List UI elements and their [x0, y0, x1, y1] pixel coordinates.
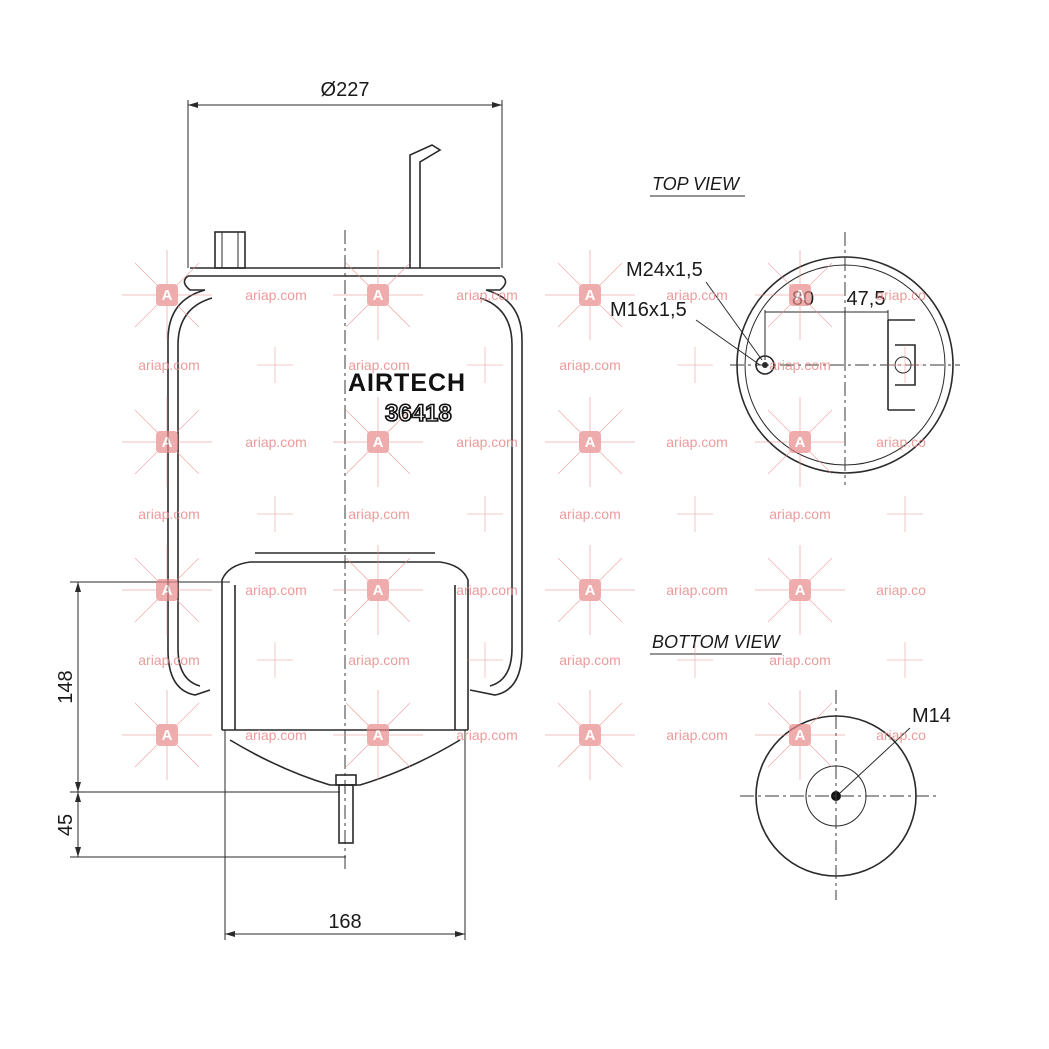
svg-text:A: A: [373, 727, 384, 744]
watermark-badge: A: [122, 545, 212, 635]
watermark-text: ariap.com: [666, 727, 727, 743]
bellows-inner: [177, 297, 513, 687]
top-air-fitting: [887, 319, 916, 411]
watermark-text: ariap.com: [348, 357, 409, 373]
watermark-text: ariap.com: [456, 434, 517, 450]
part-number: 36418: [385, 400, 452, 427]
bellows-outer: [167, 289, 523, 696]
watermark-cross: [467, 347, 503, 383]
svg-text:A: A: [162, 434, 173, 451]
watermark-text: ariap.com: [348, 506, 409, 522]
watermark-text: ariap.com: [559, 506, 620, 522]
watermark-text: ariap.com: [245, 287, 306, 303]
watermark-cross: [677, 642, 713, 678]
watermark-cross: [677, 496, 713, 532]
watermark-text: ariap.com: [559, 357, 620, 373]
svg-text:A: A: [795, 434, 806, 451]
watermark-text: ariap.com: [769, 357, 830, 373]
svg-text:A: A: [162, 582, 173, 599]
watermark-badge: A: [545, 397, 635, 487]
watermark-text: ariap.com: [769, 506, 830, 522]
svg-text:A: A: [795, 727, 806, 744]
watermark-cross: [887, 496, 923, 532]
watermark-text: ariap.com: [666, 287, 727, 303]
watermark-cross: [257, 347, 293, 383]
watermark-text: ariap.com: [666, 582, 727, 598]
svg-text:A: A: [795, 582, 806, 599]
svg-text:A: A: [585, 434, 596, 451]
watermark-text: ariap.com: [245, 434, 306, 450]
watermark-text: ariap.com: [456, 287, 517, 303]
watermark-cross: [257, 496, 293, 532]
watermark-text: ariap.com: [138, 506, 199, 522]
svg-text:A: A: [373, 434, 384, 451]
svg-text:A: A: [585, 287, 596, 304]
svg-text:A: A: [162, 727, 173, 744]
watermark-badge: A: [755, 690, 845, 780]
svg-text:A: A: [373, 287, 384, 304]
watermark-text: ariap.com: [456, 727, 517, 743]
watermark-text: ariap.com: [456, 582, 517, 598]
watermark-cross: [467, 642, 503, 678]
air-inlet-thread-label: M24x1,5: [626, 259, 703, 281]
watermark-text: ariap.co: [876, 287, 926, 303]
watermark-text: ariap.co: [876, 582, 926, 598]
piston-wall: [221, 561, 469, 730]
watermark-text: ariap.com: [245, 727, 306, 743]
offset-47-label: 47,5: [847, 288, 886, 310]
watermark-text: ariap.com: [138, 357, 199, 373]
air-inlet-fitting: [214, 231, 246, 269]
bottom-view-title: BOTTOM VIEW: [652, 632, 782, 652]
watermark-cross: [467, 496, 503, 532]
watermark-cross: [887, 347, 923, 383]
top-stud-bracket: [409, 144, 442, 268]
watermark-badge: A: [122, 397, 212, 487]
svg-text:A: A: [585, 582, 596, 599]
bottom-stud: [338, 784, 354, 844]
svg-text:A: A: [585, 727, 596, 744]
brand-name: AIRTECH: [348, 369, 466, 397]
piston-top: [250, 552, 440, 563]
watermark-text: ariap.com: [245, 582, 306, 598]
watermark-cross: [677, 347, 713, 383]
stud-height-label: 45: [55, 814, 77, 836]
top-stud-thread-label: M16x1,5: [610, 299, 687, 321]
watermark-badge: A: [122, 690, 212, 780]
bottom-stud-thread-label: M14: [912, 705, 951, 727]
svg-text:A: A: [373, 582, 384, 599]
watermark-badge: A: [545, 545, 635, 635]
watermark-badge: A: [333, 250, 423, 340]
svg-text:A: A: [162, 287, 173, 304]
watermark-text: ariap.co: [876, 727, 926, 743]
watermark-badge: A: [755, 250, 845, 340]
watermark-badge: A: [755, 545, 845, 635]
watermark-text: ariap.com: [348, 652, 409, 668]
watermark-text: ariap.co: [876, 434, 926, 450]
watermark-cross: [257, 642, 293, 678]
top-plate-crimp: [183, 275, 507, 291]
svg-text:A: A: [795, 287, 806, 304]
watermark-badge: A: [333, 545, 423, 635]
bottom-stud-base: [335, 774, 357, 786]
piston-diameter-label: 168: [328, 911, 361, 933]
side-view: AIRTECH 36418 Ø227 148 45 168: [55, 79, 523, 940]
watermark-badge: A: [333, 397, 423, 487]
bottom-view: BOTTOM VIEW M14: [650, 632, 951, 900]
watermark-badge: A: [122, 250, 212, 340]
watermark-badge: A: [545, 690, 635, 780]
top-diameter-label: Ø227: [321, 79, 370, 101]
watermark-text: ariap.com: [769, 652, 830, 668]
watermark-badge: A: [333, 690, 423, 780]
watermark-badge: A: [755, 397, 845, 487]
top-view-title: TOP VIEW: [652, 174, 741, 194]
watermark-text: ariap.com: [138, 652, 199, 668]
body-height-label: 148: [55, 670, 77, 703]
watermark-text: ariap.com: [559, 652, 620, 668]
watermark-cross: [887, 642, 923, 678]
watermark-badge: A: [545, 250, 635, 340]
watermark-text: ariap.com: [666, 434, 727, 450]
piston-wall-inner: [234, 585, 456, 730]
